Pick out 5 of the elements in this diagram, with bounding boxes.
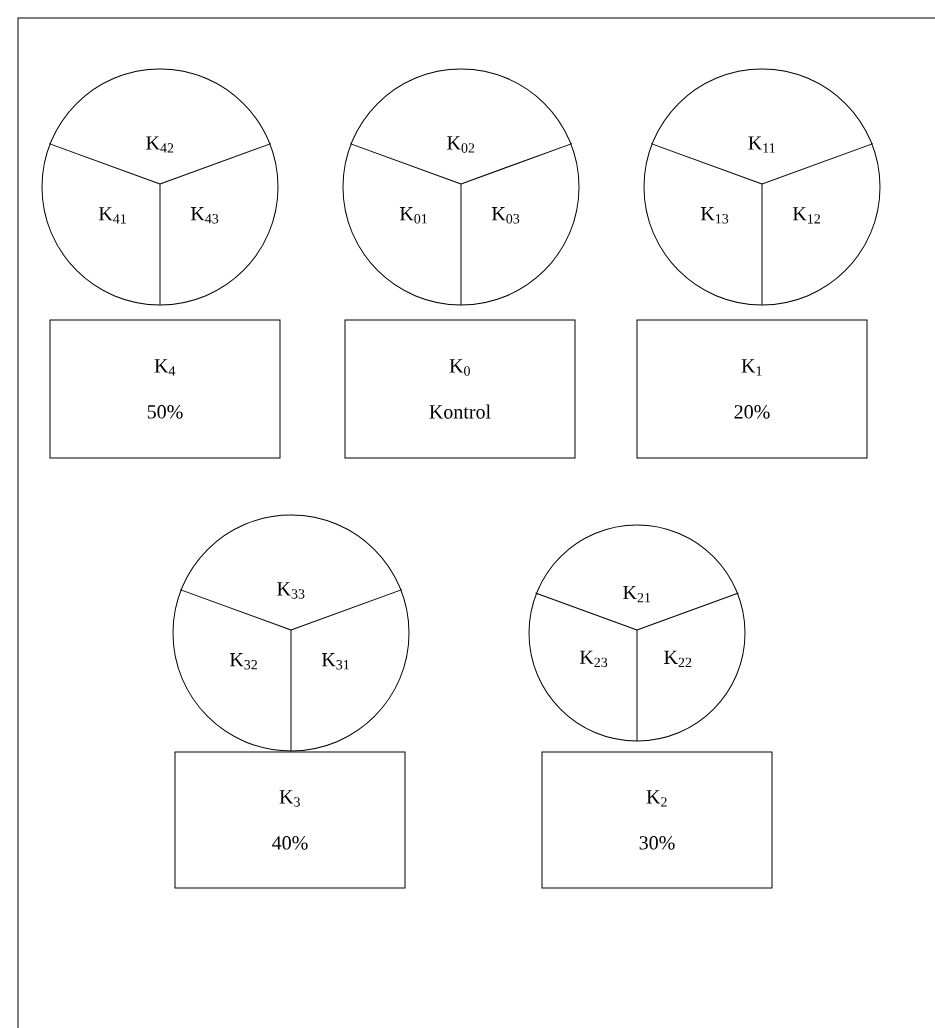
group-box: K$_{2}$ 30%: [541, 751, 773, 889]
group-box: K$_{0}$ Kontrol: [344, 319, 576, 459]
group-box: K$_{1}$ 20%: [636, 319, 868, 459]
group-box: K$_{3}$ 40%: [174, 751, 406, 889]
group-box: K$_{4}$ 50%: [49, 319, 281, 459]
